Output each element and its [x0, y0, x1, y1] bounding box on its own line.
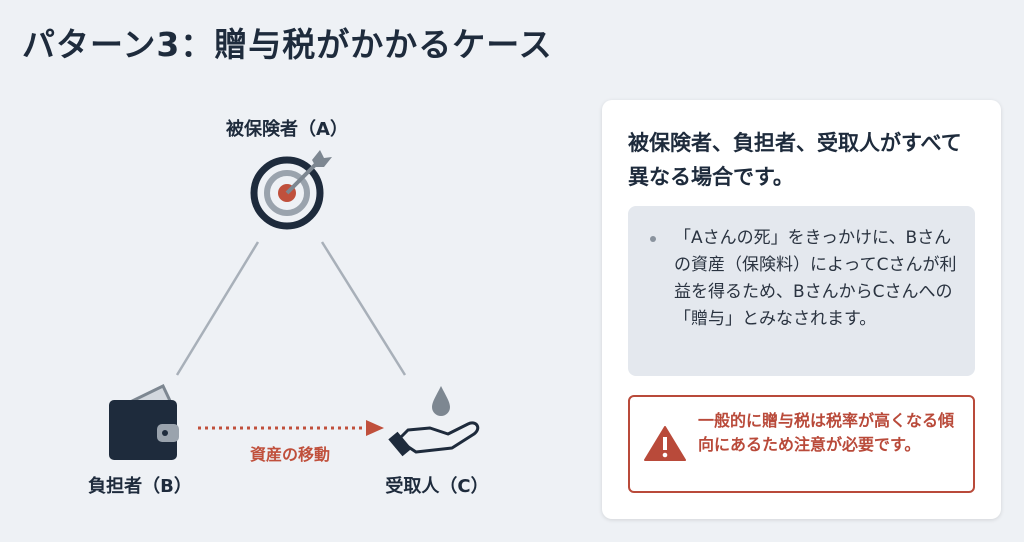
connector-a-b	[175, 241, 260, 376]
transfer-arrow	[198, 420, 384, 436]
warning-icon	[644, 426, 686, 461]
connector-a-c	[320, 241, 407, 376]
bullet-icon	[650, 236, 656, 242]
flow-label: 資産の移動	[249, 445, 331, 464]
explanation-card: 被保険者、負担者、受取人がすべて異なる場合です。 「Aさんの死」をきっかけに、B…	[602, 100, 1001, 519]
warning-box: 一般的に贈与税は税率が高くなる傾向にあるため注意が必要です。	[628, 395, 975, 493]
node-label-payer: 負担者（B）	[88, 476, 192, 497]
diagram	[109, 150, 480, 460]
info-box: 「Aさんの死」をきっかけに、Bさんの資産（保険料）によってCさんが利益を得るため…	[628, 206, 975, 376]
info-text: 「Aさんの死」をきっかけに、Bさんの資産（保険料）によってCさんが利益を得るため…	[674, 228, 957, 329]
hand-drop-icon	[388, 386, 480, 457]
target-icon	[250, 150, 332, 230]
node-label-recipient: 受取人（C）	[385, 476, 489, 497]
warning-text: 一般的に贈与税は税率が高くなる傾向にあるため注意が必要です。	[698, 411, 955, 454]
page-title: パターン3：贈与税がかかるケース	[22, 25, 553, 64]
node-label-insured: 被保険者（A）	[226, 119, 348, 140]
wallet-icon	[109, 383, 179, 460]
card-heading: 被保険者、負担者、受取人がすべて異なる場合です。	[628, 131, 962, 189]
